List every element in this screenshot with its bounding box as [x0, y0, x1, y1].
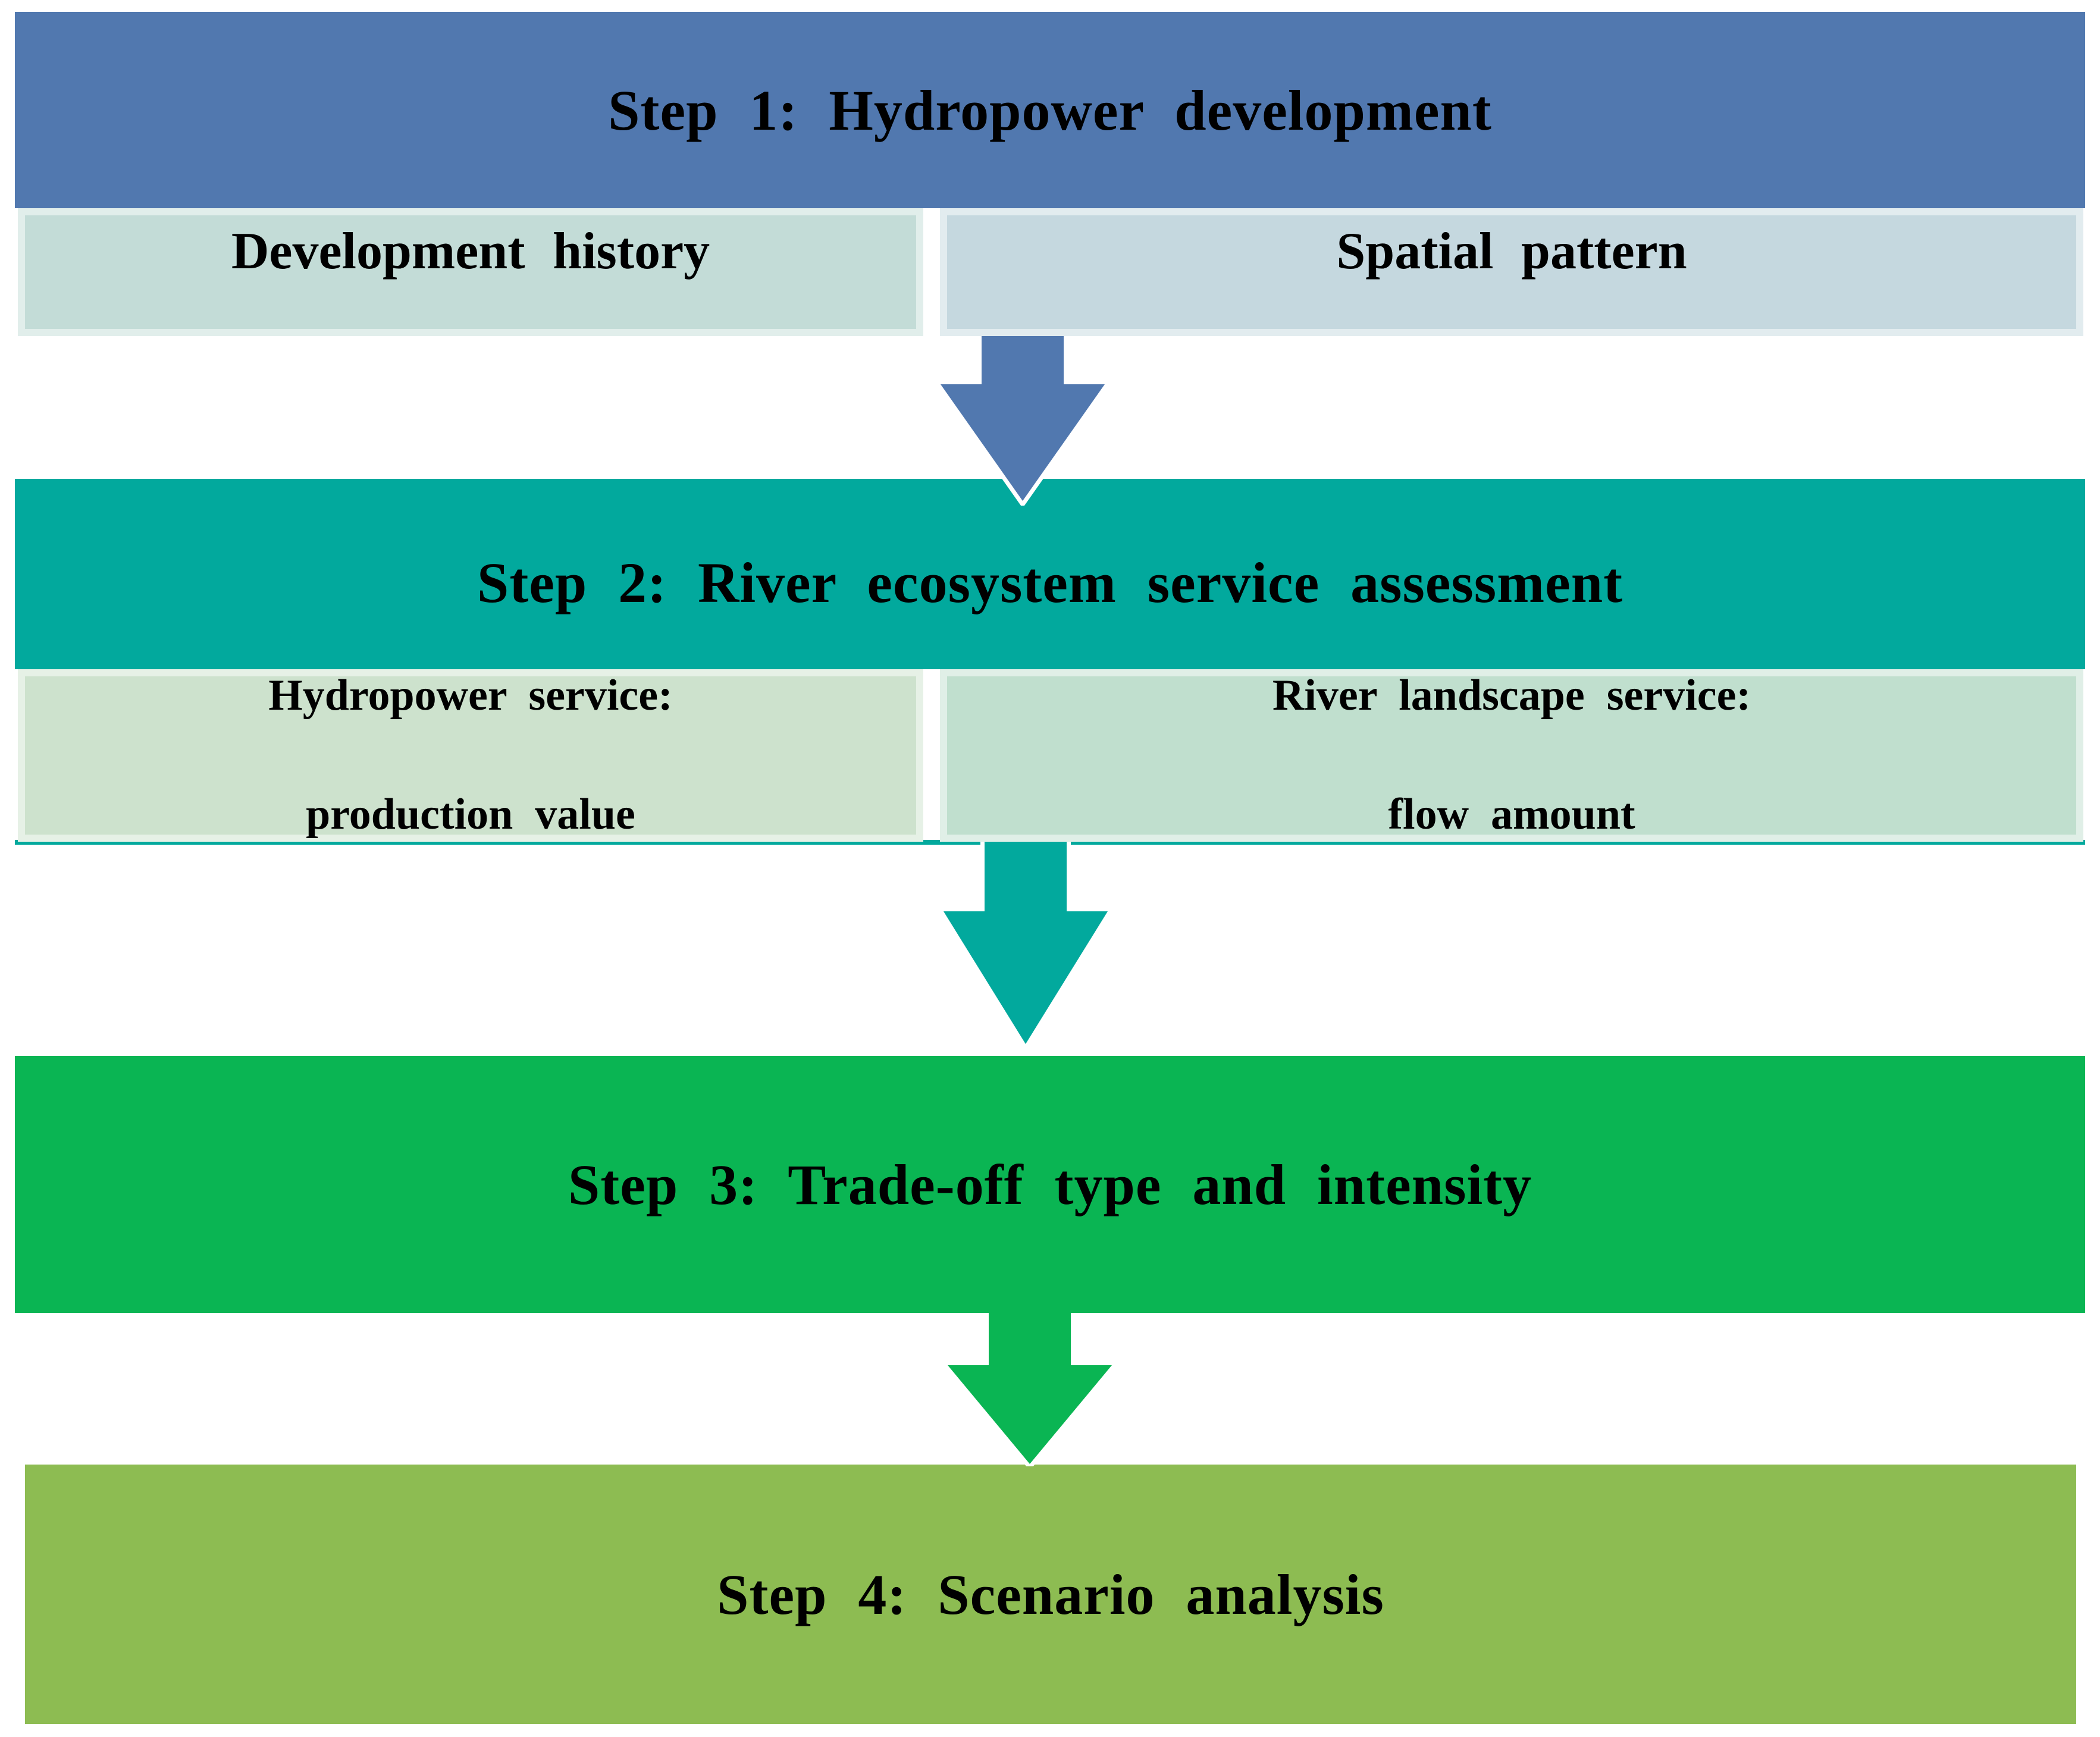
hydropower-service-label: Hydropower service: production value	[268, 637, 673, 874]
hydropower-service-line2: production value	[306, 790, 635, 839]
step2-subbox-river-landscape-service: River landscape service: flow amount	[940, 669, 2083, 842]
step2-band: Step 2: River ecosystem service assessme…	[15, 479, 2085, 669]
step1-title: Step 1: Hydropower development	[608, 78, 1492, 142]
down-arrow-step3-to-step4-icon	[941, 1313, 1119, 1466]
river-landscape-service-label: River landscape service: flow amount	[1272, 637, 1751, 874]
step3-band: Step 3: Trade-off type and intensity	[15, 1056, 2085, 1313]
development-history-label: Development history	[231, 222, 710, 280]
river-landscape-service-line2: flow amount	[1388, 790, 1635, 839]
down-arrow-icon	[933, 336, 1112, 506]
step2-subbox-hydropower-service: Hydropower service: production value	[18, 669, 923, 842]
spatial-pattern-label: Spatial pattern	[1336, 222, 1687, 280]
hydropower-service-line1: Hydropower service:	[268, 671, 673, 720]
down-arrow-step2-to-step3-icon	[936, 842, 1115, 1047]
step1-subbox-development-history: Development history	[18, 208, 923, 336]
step3-title: Step 3: Trade-off type and intensity	[568, 1152, 1532, 1216]
step1-band: Step 1: Hydropower development	[15, 12, 2085, 208]
step4-title: Step 4: Scenario analysis	[717, 1562, 1384, 1626]
river-landscape-service-line1: River landscape service:	[1272, 671, 1751, 720]
step1-subbox-spatial-pattern: Spatial pattern	[940, 208, 2083, 336]
down-arrow-step1-to-step2-icon	[933, 336, 1112, 506]
step2-title: Step 2: River ecosystem service assessme…	[477, 550, 1623, 614]
down-arrow-icon	[941, 1313, 1119, 1466]
step4-band: Step 4: Scenario analysis	[25, 1465, 2076, 1724]
down-arrow-icon	[936, 842, 1115, 1047]
